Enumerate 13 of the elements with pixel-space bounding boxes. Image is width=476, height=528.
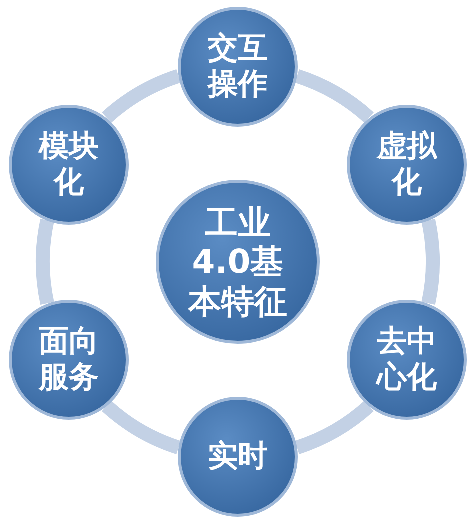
circle-label: 实时 bbox=[207, 439, 269, 475]
ring-connector bbox=[294, 70, 374, 124]
circle-label: 模块化 bbox=[38, 128, 100, 200]
circle-label: 虚拟化 bbox=[376, 128, 439, 200]
ring-connector bbox=[294, 400, 374, 454]
circle-label: 去中心化 bbox=[375, 324, 438, 396]
circle-label: 交互操作 bbox=[206, 31, 269, 103]
circle-label: 面向服务 bbox=[38, 324, 100, 396]
ring-connector bbox=[102, 400, 182, 454]
ring-connector bbox=[36, 219, 54, 305]
ring-connector bbox=[102, 70, 182, 124]
circle-label: 工业4.0基本特征 bbox=[187, 202, 288, 322]
ring-connector bbox=[422, 219, 440, 305]
